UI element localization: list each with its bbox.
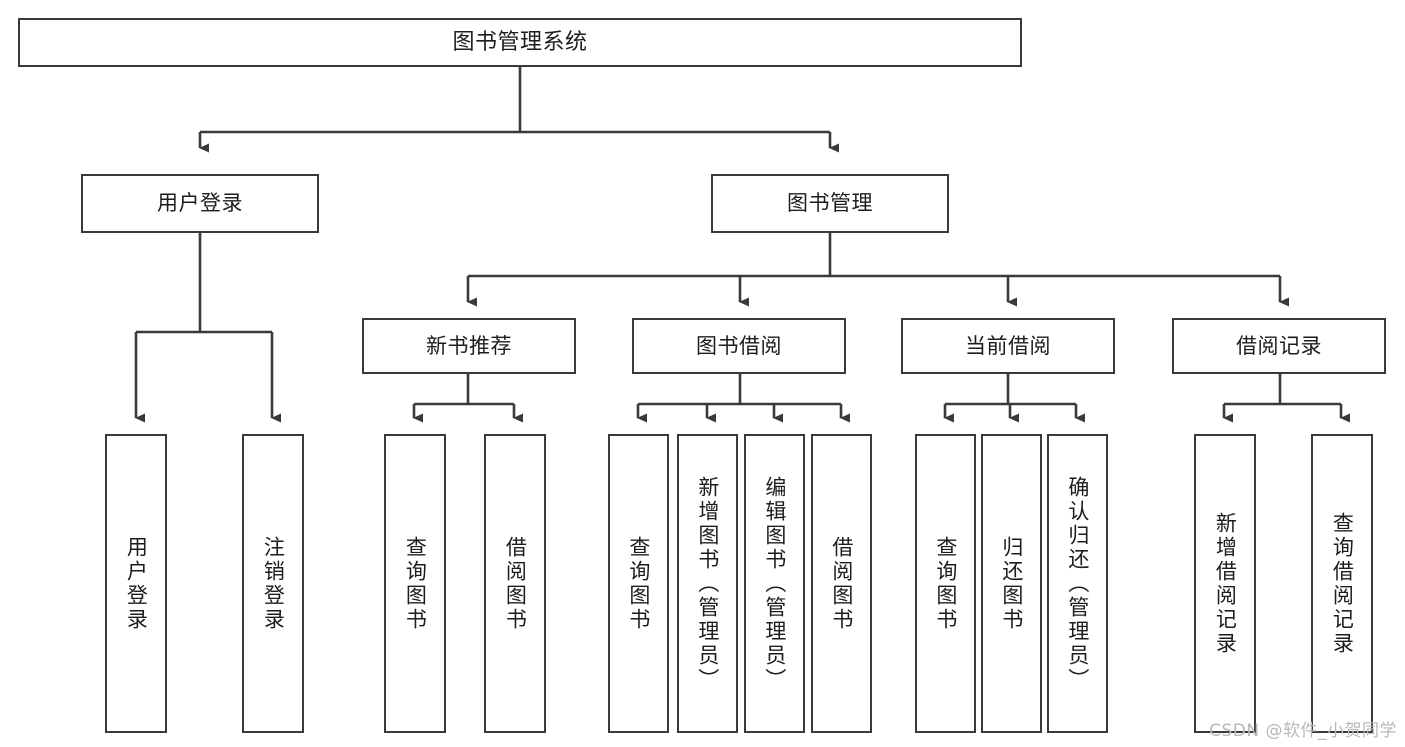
node-user-login[interactable]: 用户登录	[81, 174, 319, 233]
node-leaf-user-login-login[interactable]: 用户登录	[105, 434, 167, 733]
node-leaf-record-query[interactable]: 查询借阅记录	[1311, 434, 1373, 733]
node-leaf-record-query-label: 查询借阅记录	[1330, 511, 1355, 656]
node-new-book-recommend[interactable]: 新书推荐	[362, 318, 576, 374]
node-book-management-label: 图书管理	[787, 191, 873, 216]
node-leaf-borrow-add-book-label: 新增图书（管理员）	[695, 475, 720, 692]
node-leaf-borrow-edit-book[interactable]: 编辑图书（管理员）	[744, 434, 805, 733]
node-leaf-user-login-logout-label: 注销登录	[261, 535, 286, 632]
node-current-borrow-label: 当前借阅	[965, 333, 1051, 358]
node-leaf-current-confirm-return[interactable]: 确认归还（管理员）	[1047, 434, 1108, 733]
node-leaf-user-login-logout[interactable]: 注销登录	[242, 434, 304, 733]
node-leaf-new-book-query[interactable]: 查询图书	[384, 434, 446, 733]
node-borrow-record-label: 借阅记录	[1236, 333, 1322, 358]
node-book-borrow[interactable]: 图书借阅	[632, 318, 846, 374]
node-leaf-borrow-query-book[interactable]: 查询图书	[608, 434, 669, 733]
node-leaf-current-query-book-label: 查询图书	[933, 535, 958, 632]
node-leaf-record-add-label: 新增借阅记录	[1213, 511, 1238, 656]
node-leaf-current-return-book[interactable]: 归还图书	[981, 434, 1042, 733]
node-borrow-record[interactable]: 借阅记录	[1172, 318, 1386, 374]
node-leaf-borrow-add-book[interactable]: 新增图书（管理员）	[677, 434, 738, 733]
node-leaf-record-add[interactable]: 新增借阅记录	[1194, 434, 1256, 733]
node-leaf-borrow-borrow-book-label: 借阅图书	[829, 535, 854, 632]
node-current-borrow[interactable]: 当前借阅	[901, 318, 1115, 374]
node-leaf-current-return-book-label: 归还图书	[999, 535, 1024, 632]
node-book-management[interactable]: 图书管理	[711, 174, 949, 233]
node-new-book-recommend-label: 新书推荐	[426, 333, 512, 358]
node-leaf-current-query-book[interactable]: 查询图书	[915, 434, 976, 733]
node-book-borrow-label: 图书借阅	[696, 333, 782, 358]
node-leaf-new-book-query-label: 查询图书	[403, 535, 428, 632]
node-leaf-borrow-query-book-label: 查询图书	[626, 535, 651, 632]
node-root-system[interactable]: 图书管理系统	[18, 18, 1022, 67]
node-leaf-user-login-login-label: 用户登录	[124, 535, 149, 632]
node-leaf-new-book-borrow[interactable]: 借阅图书	[484, 434, 546, 733]
node-root-system-label: 图书管理系统	[452, 29, 588, 55]
node-leaf-borrow-edit-book-label: 编辑图书（管理员）	[762, 475, 787, 692]
node-leaf-borrow-borrow-book[interactable]: 借阅图书	[811, 434, 872, 733]
node-leaf-current-confirm-return-label: 确认归还（管理员）	[1065, 475, 1090, 692]
node-user-login-label: 用户登录	[157, 191, 243, 216]
node-leaf-new-book-borrow-label: 借阅图书	[503, 535, 528, 632]
